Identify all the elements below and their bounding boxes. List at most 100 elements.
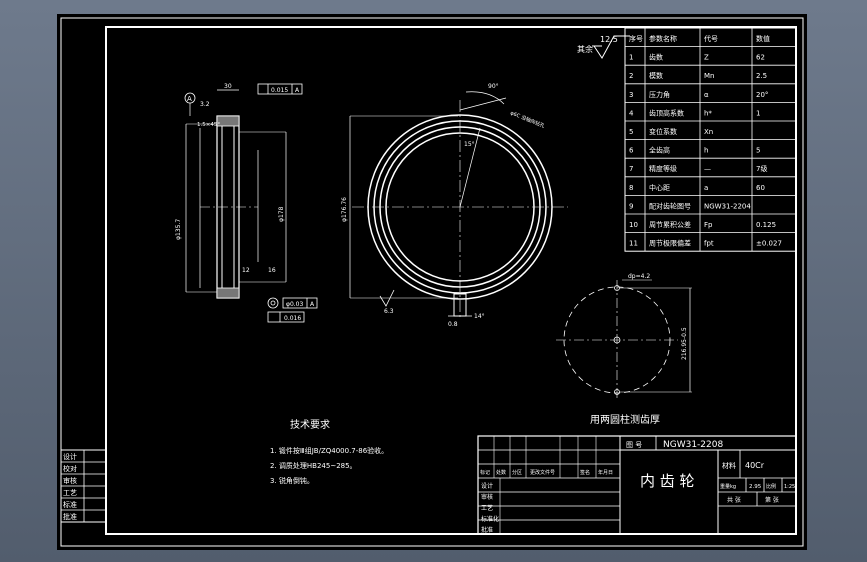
tb-material-label: 材料 [722, 461, 736, 470]
runout-datum: A [310, 301, 315, 308]
front-angle: 90° [488, 83, 499, 90]
tb-part-name: 内 齿 轮 [640, 472, 695, 490]
tb-material: 40Cr [745, 461, 765, 470]
front-key-dim: 14° [474, 313, 485, 320]
params-cell: 1 [629, 54, 633, 62]
side-rough2: 16 [268, 267, 276, 274]
params-header-cell: 参数名称 [649, 34, 677, 43]
params-header-cell: 序号 [629, 34, 643, 43]
sign-label: 标准化 [481, 515, 499, 523]
tb-sheets-label: 共 张 [727, 496, 741, 504]
general-roughness: 其余 12.5 [577, 35, 630, 59]
params-cell: 7 [629, 165, 633, 173]
side-view: φ135.7 φ178 30 0.015 A A 3.2 1.5×45° 12 … [175, 83, 318, 323]
params-cell: Xn [704, 128, 713, 136]
runout-value: φ0.03 [286, 301, 304, 308]
tb-drawing-no: NGW31-2208 [663, 440, 723, 450]
params-cell: 压力角 [649, 90, 670, 99]
params-cell: 0.125 [756, 221, 776, 229]
params-cell: 精度等级 [649, 164, 677, 173]
side-left-dim: φ135.7 [175, 219, 182, 240]
params-cell: 6 [629, 147, 634, 155]
params-cell: 8 [629, 184, 633, 192]
params-cell: α [704, 91, 709, 99]
params-cell: Mn [704, 72, 714, 80]
tech-item-2: 2. 调质处理HB245~285。 [270, 461, 357, 470]
params-cell: 齿数 [649, 53, 663, 62]
tb-drawing-no-label: 图 号 [626, 441, 642, 449]
side-strip-label: 工艺 [63, 489, 77, 497]
params-cell: 2.5 [756, 72, 767, 80]
params-cell: ±0.027 [756, 240, 782, 248]
params-cell: 变位系数 [649, 127, 677, 136]
front-dia-dim: φ176.76 [341, 197, 348, 222]
rev-header-cell: 处数 [496, 469, 506, 476]
rev-header-cell: 年月日 [598, 469, 613, 476]
rev-header-cell: 签名 [580, 469, 590, 476]
params-cell: 10 [629, 221, 638, 229]
measure-view: dp=4.2 216.95-0.5 用两圆柱测齿厚 [556, 273, 692, 426]
side-strip-label: 设计 [63, 452, 77, 461]
params-cell: 5 [629, 128, 633, 136]
side-right-dim: φ178 [278, 206, 285, 222]
roughness-value: 12.5 [600, 35, 618, 44]
tb-weight: 2.95 [749, 484, 762, 490]
sign-label: 设计 [481, 482, 493, 490]
params-cell: fpt [704, 240, 714, 248]
params-cell: Z [704, 54, 709, 62]
side-strip-label: 校对 [63, 464, 77, 473]
rev-header-cell: 更改文件号 [530, 469, 555, 476]
front-keyway: 0.8 [448, 321, 458, 328]
inner-frame [105, 26, 797, 535]
params-cell: h* [704, 109, 712, 117]
sign-label: 审核 [481, 493, 493, 501]
params-cell: 60 [756, 184, 765, 192]
side-strip-label: 批准 [63, 512, 77, 521]
params-cell: 周节累积公差 [649, 220, 691, 229]
params-cell: a [704, 184, 708, 192]
params-cell: 62 [756, 54, 765, 62]
params-cell: 11 [629, 240, 638, 248]
params-cell: 20° [756, 91, 768, 99]
measure-span: 216.95-0.5 [681, 327, 688, 360]
params-cell: Fp [704, 221, 713, 229]
params-cell: 1 [756, 109, 760, 117]
rev-header-cell: 分区 [512, 469, 522, 476]
parallel-value: 0.016 [284, 315, 301, 322]
datum-a-label: A [187, 95, 192, 103]
side-width-dim: 30 [224, 83, 232, 90]
params-cell: NGW31-2204 [704, 202, 751, 210]
params-cell: 周节极限偏差 [649, 239, 691, 248]
tech-item-1: 1. 锻件按Ⅲ组JB/ZQ4000.7-86验收。 [270, 446, 388, 455]
params-cell: 4 [629, 109, 634, 117]
params-cell: 9 [629, 202, 633, 210]
params-cell: 配对齿轮图号 [649, 201, 691, 210]
measure-dp: dp=4.2 [628, 273, 650, 280]
roughness-note: 其余 [577, 44, 593, 54]
side-rough3: 12 [242, 267, 250, 274]
tb-scale-label: 比例 [766, 483, 776, 490]
params-cell: 全齿高 [649, 146, 670, 155]
rev-header-cell: 标记 [480, 469, 490, 476]
tech-title: 技术要求 [290, 418, 330, 431]
tb-sheet-label: 第 张 [765, 496, 779, 504]
params-cell: 模数 [649, 71, 663, 80]
outer-frame [60, 17, 804, 547]
params-cell: 齿顶高系数 [649, 108, 684, 117]
side-strip-label: 审核 [63, 476, 77, 485]
measure-title: 用两圆柱测齿厚 [590, 413, 660, 426]
flatness-value: 0.015 [271, 87, 288, 94]
params-header-cell: 代号 [704, 34, 718, 43]
params-header-cell: 数值 [756, 34, 770, 43]
params-cell: 5 [756, 147, 760, 155]
tb-weight-label: 重量kg [720, 483, 736, 490]
params-cell: 2 [629, 72, 633, 80]
tb-scale: 1:25 [784, 484, 795, 490]
params-cell: 7级 [756, 164, 767, 173]
sign-label: 批准 [481, 526, 493, 534]
side-chamfer: 1.5×45° [197, 122, 220, 128]
sign-label: 工艺 [481, 504, 493, 512]
flatness-datum: A [295, 87, 300, 94]
